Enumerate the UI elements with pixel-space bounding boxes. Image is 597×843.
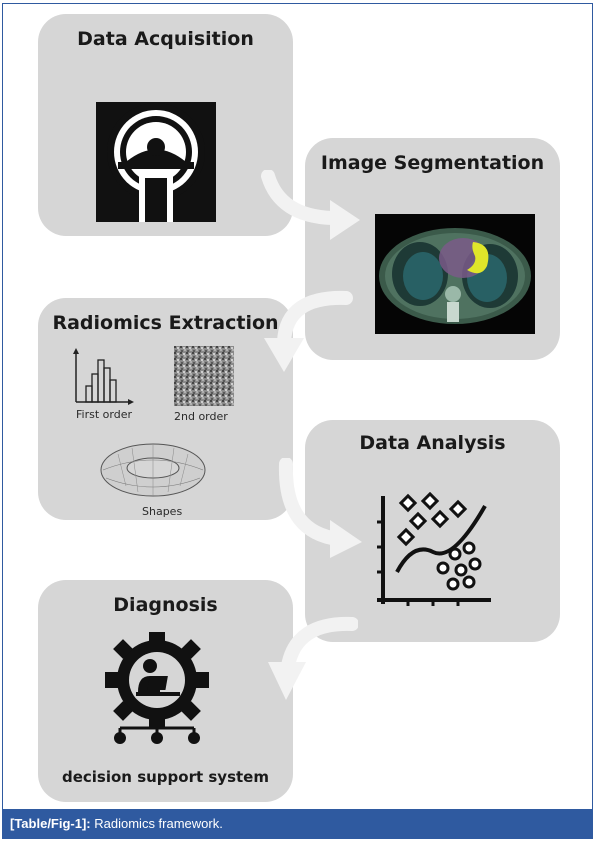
panel-title-data-analysis: Data Analysis bbox=[359, 432, 506, 454]
arrow-analysis-to-diagnosis bbox=[268, 616, 358, 700]
panel-data-analysis: Data Analysis bbox=[305, 420, 560, 642]
panel-title-image-segmentation: Image Segmentation bbox=[320, 152, 545, 174]
torus-shape-icon bbox=[100, 443, 206, 497]
panel-title-radiomics-extraction: Radiomics Extraction bbox=[52, 312, 279, 334]
shapes-label: Shapes bbox=[142, 505, 183, 518]
scatter-plot-icon bbox=[377, 492, 491, 606]
first-order-label: First order bbox=[76, 408, 132, 421]
panel-diagnosis: Diagnosis decision support system bbox=[38, 580, 293, 802]
panel-title-diagnosis: Diagnosis bbox=[113, 594, 218, 616]
panel-title-data-acquisition: Data Acquisition bbox=[77, 28, 254, 50]
second-order-label: 2nd order bbox=[174, 410, 228, 423]
arrow-segmentation-to-extraction bbox=[264, 290, 353, 372]
caption-text: Radiomics framework. bbox=[94, 816, 223, 831]
panel-data-acquisition: Data Acquisition bbox=[38, 14, 293, 236]
texture-pattern-icon bbox=[174, 346, 234, 406]
panel-subtitle-diagnosis: decision support system bbox=[61, 768, 269, 786]
arrow-extraction-to-analysis bbox=[278, 458, 362, 558]
arrow-acquisition-to-segmentation bbox=[261, 170, 360, 240]
panel-radiomics-extraction: Radiomics Extraction First order 2nd ord… bbox=[38, 298, 293, 520]
caption-tag: [Table/Fig-1]: bbox=[10, 816, 91, 831]
decision-support-gear-icon bbox=[105, 632, 209, 744]
histogram-icon bbox=[73, 348, 134, 405]
mri-scanner-icon bbox=[96, 102, 216, 222]
panel-image-segmentation: Image Segmentation bbox=[305, 138, 560, 360]
figure-caption: [Table/Fig-1]: Radiomics framework. bbox=[2, 809, 593, 839]
ct-scan-image bbox=[375, 214, 535, 334]
